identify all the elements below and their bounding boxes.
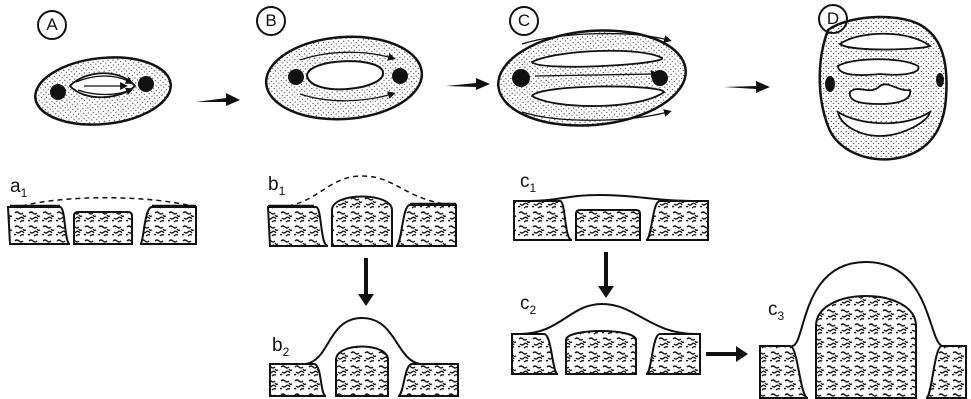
stage-a-cell bbox=[32, 51, 174, 131]
stage-label-a: A bbox=[37, 10, 67, 40]
section-letter: b bbox=[272, 335, 283, 356]
section-index: 1 bbox=[530, 181, 537, 195]
section-label-c2: c2 bbox=[520, 294, 536, 316]
stage-label-d: D bbox=[818, 4, 848, 34]
arrow-a-to-b bbox=[196, 93, 240, 106]
section-index: 3 bbox=[778, 309, 785, 323]
stage-b-cell bbox=[263, 32, 424, 125]
arrow-b-to-c bbox=[446, 78, 490, 90]
section-label-b2: b2 bbox=[272, 336, 289, 358]
section-index: 2 bbox=[283, 345, 290, 359]
section-b1 bbox=[268, 176, 456, 246]
stage-d-cell bbox=[820, 17, 947, 159]
section-label-b1: b1 bbox=[268, 175, 285, 197]
section-letter: c bbox=[768, 299, 778, 320]
stage-label-b: B bbox=[256, 6, 286, 36]
section-a1 bbox=[8, 198, 196, 244]
arrow-c-to-d bbox=[724, 81, 770, 93]
section-letter: c bbox=[520, 171, 530, 192]
arrow-c1-to-c2 bbox=[598, 252, 614, 298]
stage-label-c: C bbox=[509, 6, 539, 36]
section-index: 1 bbox=[21, 186, 28, 200]
section-letter: c bbox=[520, 293, 530, 314]
section-letter: a bbox=[10, 176, 21, 197]
section-label-c3: c3 bbox=[768, 300, 784, 322]
stage-c-cell bbox=[494, 23, 689, 133]
section-letter: b bbox=[268, 174, 279, 195]
section-c1 bbox=[514, 195, 708, 240]
arrow-b1-to-b2 bbox=[358, 258, 374, 306]
section-b2 bbox=[270, 318, 458, 396]
section-c3 bbox=[760, 262, 966, 398]
arrow-c2-to-c3 bbox=[706, 346, 748, 362]
section-label-a1: a1 bbox=[10, 177, 27, 199]
section-index: 2 bbox=[530, 303, 537, 317]
section-label-c1: c1 bbox=[520, 172, 536, 194]
section-index: 1 bbox=[279, 184, 286, 198]
section-c2 bbox=[512, 304, 700, 374]
